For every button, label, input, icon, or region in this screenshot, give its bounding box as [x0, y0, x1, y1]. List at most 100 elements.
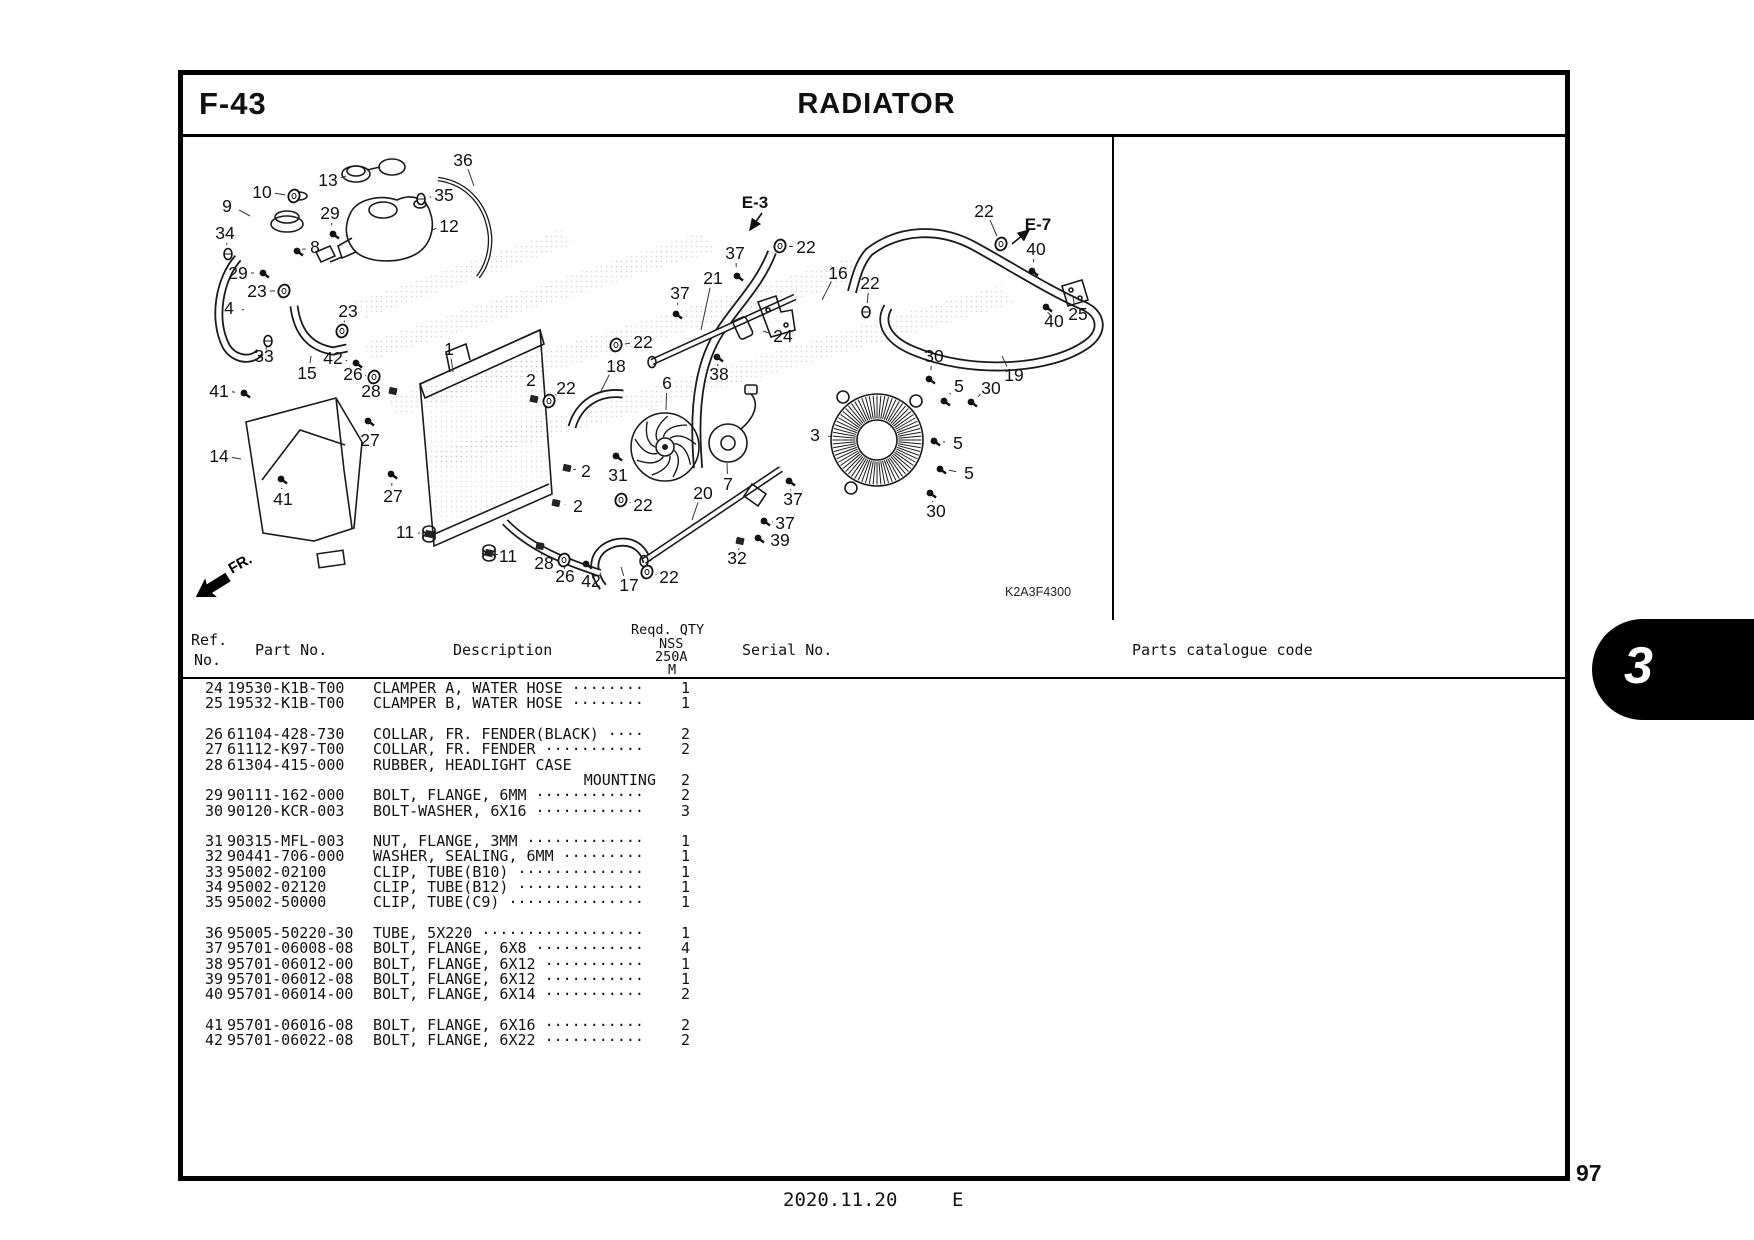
callout-6: 6 — [662, 373, 672, 411]
description-cell: CLIP, TUBE(B10) ·············· — [373, 862, 644, 881]
callout-label-36: 36 — [453, 150, 472, 170]
callout-label-37: 37 — [725, 243, 744, 263]
part-no-cell: 61104-428-730 — [227, 724, 345, 743]
fan-shroud-drawing — [830, 390, 924, 495]
qty-cell: 1 — [680, 862, 690, 881]
chapter-tab: 3 — [1592, 619, 1754, 720]
callout-11: 11 — [484, 546, 517, 566]
ref-cell: 32 — [204, 847, 223, 866]
callout-label-42: 42 — [581, 571, 600, 591]
parts-diagram: FR. K2A3F4300 36131035929123482923423331… — [195, 137, 1114, 620]
part-no-cell: 19530-K1B-T00 — [227, 679, 345, 697]
part-no-cell: 90120-KCR-003 — [227, 801, 345, 820]
callout-label-40: 40 — [1044, 311, 1064, 331]
part-no-cell: 90111-162-000 — [227, 786, 345, 805]
description-cell: BOLT, FLANGE, 6X16 ··········· — [373, 1015, 644, 1034]
hoses-drawing — [214, 176, 1104, 590]
col-qty-model: NSS — [659, 636, 684, 652]
ref-cell: 29 — [204, 786, 223, 805]
qty-cell: 1 — [680, 878, 690, 897]
callout-label-2: 2 — [526, 370, 536, 390]
header-divider — [183, 134, 1570, 137]
callout-22: 22 — [609, 332, 653, 353]
callout-label-12: 12 — [439, 216, 458, 236]
callout-24: 24 — [762, 326, 793, 346]
callout-label-28: 28 — [534, 553, 553, 573]
ref-cell: 24 — [204, 679, 223, 697]
radiator-outlet-stub-drawing — [502, 519, 602, 577]
callout-label-2: 2 — [581, 461, 591, 481]
description-cell: BOLT, FLANGE, 6X12 ··········· — [373, 969, 644, 988]
callout-label-24: 24 — [773, 326, 793, 346]
part-no-cell: 90441-706-000 — [227, 847, 345, 866]
callout-26: 26 — [555, 552, 575, 586]
callout-23: 23 — [247, 281, 291, 301]
ref-cell: 35 — [204, 893, 223, 912]
callout-label-38: 38 — [709, 364, 728, 384]
callout-36: 36 — [453, 150, 475, 187]
ref-cell: 25 — [204, 694, 223, 713]
page-number: 97 — [1576, 1160, 1602, 1186]
description-cell: CLAMPER A, WATER HOSE ········ — [373, 679, 644, 697]
callout-32: 32 — [727, 536, 747, 568]
callout-40: 40 — [1042, 303, 1064, 331]
description-continuation: MOUNTING — [583, 770, 656, 789]
callout-label-33: 33 — [254, 346, 273, 366]
qty-cell: 1 — [680, 924, 690, 942]
description-cell: WASHER, SEALING, 6MM ········· — [373, 847, 644, 866]
callout-13: 13 — [318, 170, 347, 190]
callout-42: 42 — [323, 348, 363, 369]
ref-cell: 41 — [204, 1015, 223, 1034]
callout-label-21: 21 — [703, 268, 722, 288]
drawing-code: K2A3F4300 — [1005, 585, 1071, 599]
chapter-tab-label: 3 — [1624, 637, 1653, 695]
description-cell: RUBBER, HEADLIGHT CASE — [373, 755, 572, 774]
description-cell: BOLT-WASHER, 6X16 ············ — [373, 801, 644, 820]
fan-motor-drawing — [708, 384, 758, 463]
callout-2: 2 — [526, 370, 539, 404]
callout-16: 16 — [821, 263, 848, 301]
callout-label-31: 31 — [608, 465, 627, 485]
col-description: Description — [453, 641, 553, 659]
water-hose-4-drawing — [214, 254, 264, 363]
callout-label-7: 7 — [723, 474, 733, 494]
callout-label-15: 15 — [297, 363, 316, 383]
front-direction-arrow: FR. — [195, 551, 255, 598]
description-cell: CLIP, TUBE(C9) ··············· — [373, 893, 644, 912]
callout-2: 2 — [551, 496, 583, 516]
callout-label-26: 26 — [555, 566, 574, 586]
callout-label-20: 20 — [693, 483, 713, 503]
col-parts-catalogue-code: Parts catalogue code — [1132, 641, 1313, 659]
part-no-cell: 95005-50220-30 — [227, 924, 354, 942]
callout-7: 7 — [723, 462, 733, 494]
tank-cap-drawing — [341, 158, 406, 183]
footer-edition: E — [952, 1189, 964, 1211]
ref-cell: 37 — [204, 939, 223, 958]
section-code: F-43 — [199, 86, 267, 121]
callout-label-5: 5 — [953, 433, 963, 453]
callout-23: 23 — [335, 301, 358, 339]
qty-cell: 1 — [680, 832, 690, 851]
callout-label-22: 22 — [556, 378, 575, 398]
qty-cell: 2 — [680, 1031, 690, 1050]
qty-cell: 1 — [680, 893, 690, 912]
qty-cell: 2 — [680, 985, 690, 1004]
tube-36-drawing — [437, 176, 493, 279]
callout-label-27: 27 — [360, 430, 379, 450]
callout-39: 39 — [754, 530, 790, 550]
callout-37: 37 — [670, 283, 690, 320]
callout-label-5: 5 — [964, 463, 974, 483]
qty-cell: 1 — [680, 679, 690, 697]
col-qty-type: 250A — [655, 649, 688, 665]
description-cell: CLIP, TUBE(B12) ·············· — [373, 878, 644, 897]
